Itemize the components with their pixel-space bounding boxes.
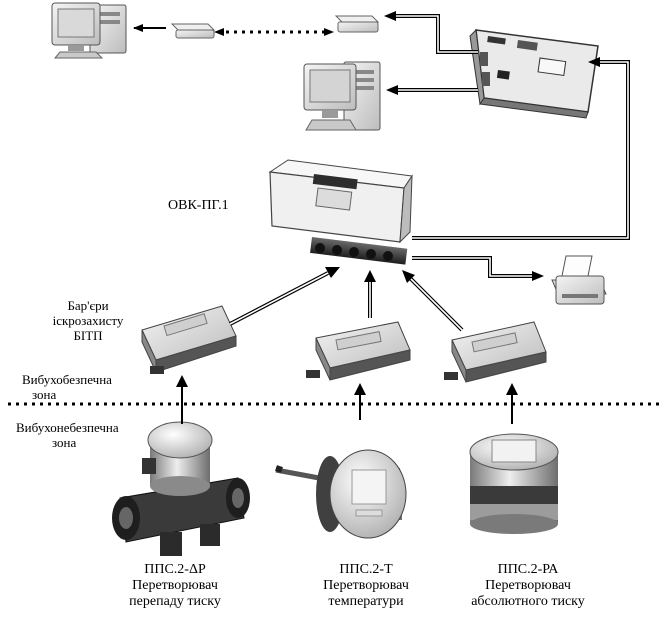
arrow-sensor3-head [506,383,518,395]
sensor-code: ППС.2-ΔР [144,562,206,577]
arrow-sensor1-head [176,375,188,387]
arrow-to-modem [384,11,396,21]
arrow-dialup-right [324,28,334,36]
sensor-type-line2: температури [328,594,404,609]
arrow-dialup-left [214,28,224,36]
hazard-zone-label-line1: Вибухонебезпечна [16,420,119,435]
link-gateway-to-modem [394,14,478,54]
barrier-label-line3: БІТП [73,328,103,343]
arrow-to-computer [386,85,398,95]
modem-icon [334,15,380,33]
barrier-label: Бар'єри іскрозахисту БІТП [48,298,128,343]
modem-icon [170,23,216,39]
sensor-caption: ППС.2-РА Перетворювач абсолютного тиску [448,562,608,610]
sensor-code: ППС.2-Т [339,562,393,577]
sensor-type-line1: Перетворювач [485,578,571,593]
differential-pressure-sensor-icon [112,421,250,556]
arrow-to-gateway [588,57,600,67]
safe-zone-label-line1: Вибухобезпечна [22,372,112,387]
sensor-caption: ППС.2-Т Перетворювач температури [296,562,436,610]
controller-label: ОВК-ПГ.1 [168,198,229,213]
printer-icon [551,255,607,305]
arrow-barrier3-head [402,270,415,283]
arrow-to-printer [532,271,544,281]
safe-zone-label-line2: зона [32,387,57,402]
desktop-computer-icon [51,2,127,59]
barrier-label-line2: іскрозахисту [52,313,124,328]
sensor-type-line1: Перетворювач [323,578,409,593]
controller-ovk-device [268,159,413,265]
hazard-zone-label: Вибухонебезпечна зона [16,420,119,450]
absolute-pressure-sensor-icon [469,433,559,534]
desktop-computer-icon [303,61,381,131]
temperature-sensor-icon [275,449,407,539]
arrow-barrier2-head [364,270,376,282]
barrier-module-icon [141,305,237,374]
barrier-module-icon [444,321,547,383]
sensor-type-line2: абсолютного тиску [471,594,585,609]
link-controller-to-printer [412,256,532,278]
sensor-code: ППС.2-РА [497,562,559,577]
barrier-module-icon [306,321,411,381]
communication-module-icon [469,28,599,119]
barrier-label-line1: Бар'єри [67,298,109,313]
safe-zone-label: Вибухобезпечна зона [22,372,112,402]
sensor-caption: ППС.2-ΔР Перетворювач перепаду тиску [105,562,245,610]
sensor-type-line1: Перетворювач [132,578,218,593]
arrow-barrier1-head [325,267,340,278]
arrow-sensor2-head [354,383,366,395]
hazard-zone-label-line2: зона [52,435,77,450]
sensor-type-line2: перепаду тиску [129,594,221,609]
